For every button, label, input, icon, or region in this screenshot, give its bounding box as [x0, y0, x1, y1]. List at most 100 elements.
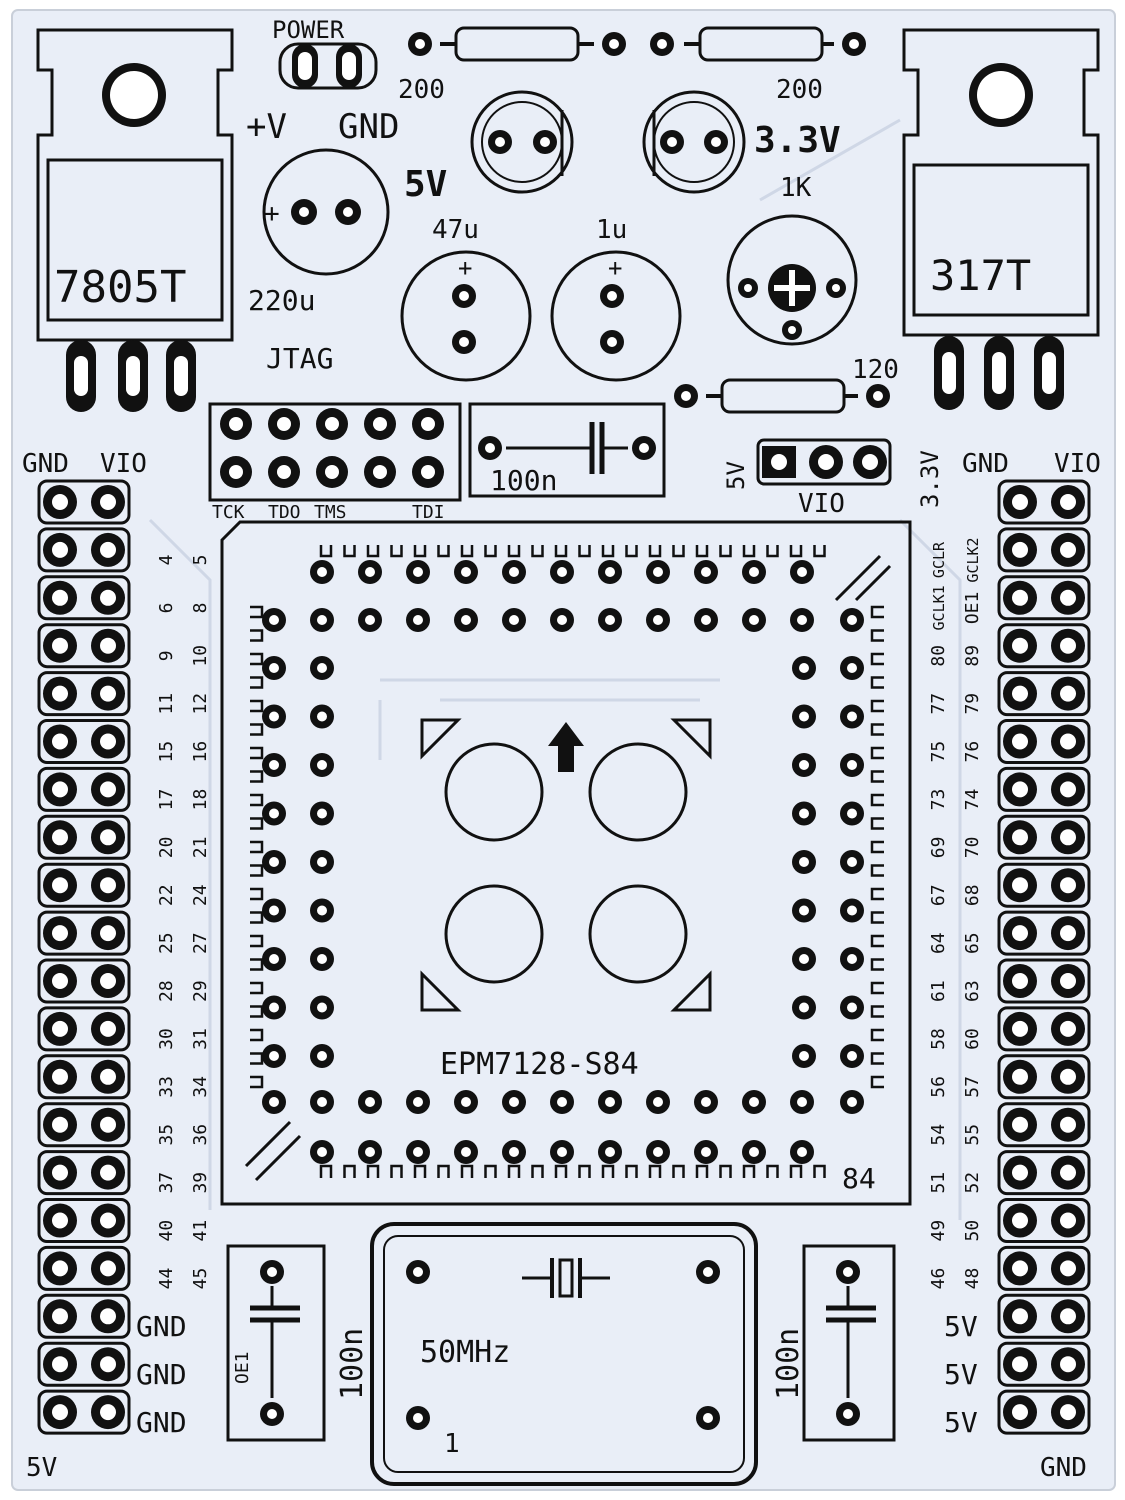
header-row — [997, 910, 1091, 956]
pin-number-label: 64 — [928, 932, 949, 954]
header-row — [37, 623, 131, 669]
socket-pad — [262, 753, 286, 777]
header-row — [37, 1341, 131, 1387]
led-3v3-label: 3.3V — [754, 120, 841, 161]
header-pad — [91, 820, 125, 855]
header-pad — [1051, 1011, 1085, 1046]
header-pad — [1051, 916, 1085, 951]
power-gnd-label: GND — [338, 107, 399, 147]
pin-number-label: 31 — [190, 1028, 211, 1050]
header-row — [997, 575, 1091, 621]
socket-pad — [550, 560, 574, 584]
header-row — [37, 719, 131, 764]
header-pad — [1051, 628, 1085, 663]
pin-number-label: 22 — [156, 884, 177, 906]
socket-pad — [262, 1044, 286, 1068]
header-pad — [1051, 868, 1085, 903]
socket-pad — [310, 656, 334, 680]
socket-pad — [310, 995, 334, 1020]
socket-pad — [694, 608, 718, 632]
svg-text:+: + — [458, 254, 472, 282]
socket-pad — [358, 560, 382, 584]
header-pad — [43, 676, 77, 711]
svg-text:+: + — [608, 254, 622, 282]
socket-pad — [840, 898, 864, 923]
header-row — [997, 1198, 1091, 1243]
socket-pad — [358, 1090, 382, 1114]
jtag-title: JTAG — [266, 342, 333, 375]
pin-number-label: 20 — [156, 837, 177, 859]
header-row — [997, 623, 1091, 669]
chip-name-label: EPM7128-S84 — [440, 1047, 639, 1082]
header-pad — [1003, 485, 1037, 519]
pin-number-label: 12 — [190, 693, 211, 715]
header-pad — [1051, 724, 1085, 759]
jtag-pad — [268, 408, 300, 440]
header-pad — [1003, 724, 1037, 759]
cap-100n-right-label: 100n — [771, 1328, 806, 1400]
socket-pad — [742, 608, 766, 632]
capacitor-100n-right: 100n — [771, 1244, 896, 1442]
pin-number-label: 65 — [962, 932, 983, 954]
pin-number-label: 11 — [156, 693, 177, 715]
header-pad — [91, 724, 125, 759]
header-pad — [1003, 1107, 1037, 1142]
regulator-right-label: 317T — [930, 251, 1031, 300]
socket-pad — [310, 608, 334, 632]
pin-number-label: 24 — [190, 884, 211, 906]
socket-pad — [262, 1090, 286, 1114]
pin-number-label: GCLK2 — [964, 537, 982, 582]
crystal-pin1-label: 1 — [444, 1429, 460, 1459]
jtag-pad — [220, 408, 252, 440]
socket-pad — [792, 704, 816, 729]
header-pad — [91, 916, 125, 951]
capacitor-220u: + 220u — [248, 148, 390, 317]
copper-traces — [148, 118, 962, 1220]
header-pad — [1003, 820, 1037, 855]
pin-number-label: 46 — [928, 1268, 949, 1290]
header-pad — [1003, 580, 1037, 615]
socket-pad — [310, 801, 334, 826]
header-row — [997, 719, 1091, 764]
header-pad — [91, 964, 125, 998]
pin-number-label: 27 — [190, 932, 211, 954]
header-pad — [91, 1107, 125, 1142]
socket-pad — [310, 560, 334, 584]
regulator-317t: 317T — [902, 28, 1100, 337]
socket-pad — [742, 1140, 766, 1164]
header-row — [37, 479, 131, 525]
orientation-arrow-icon — [548, 722, 584, 772]
pin-number-label: 80 — [928, 645, 949, 667]
jtag-pad — [412, 456, 444, 488]
jtag-pin-tdi: TDI — [412, 502, 445, 523]
resistor-120: 120 — [674, 355, 899, 414]
socket-pad — [792, 801, 816, 826]
header-pad — [1003, 868, 1037, 903]
right-bottom-5v-1: 5V — [944, 1310, 978, 1343]
pin-number-label: 51 — [928, 1172, 949, 1194]
pin-number-label: 9 — [156, 650, 177, 661]
socket-pad — [262, 850, 286, 874]
pin-number-label: 74 — [962, 789, 983, 811]
jtag-pin-tdo: TDO — [268, 502, 301, 523]
led-5v: 5V — [404, 90, 574, 205]
power-connector: POWER +V GND — [246, 16, 399, 147]
pin-number-label: 49 — [928, 1220, 949, 1242]
socket-pad — [792, 850, 816, 874]
jtag-pad — [364, 408, 396, 440]
left-header-gnd-label: GND — [22, 449, 69, 479]
header-pad — [43, 964, 77, 998]
pin-number-label: 79 — [962, 693, 983, 715]
socket-pad — [646, 1140, 670, 1164]
socket-pad — [840, 1090, 864, 1114]
header-row — [37, 862, 131, 908]
header-pad — [1051, 1203, 1085, 1238]
socket-pad — [646, 560, 670, 584]
header-pad — [1051, 676, 1085, 711]
cap-1u-label: 1u — [596, 215, 627, 245]
header-pad — [1003, 1059, 1037, 1094]
header-pad — [91, 1059, 125, 1094]
socket-pad — [262, 656, 286, 680]
header-pad — [1003, 964, 1037, 998]
